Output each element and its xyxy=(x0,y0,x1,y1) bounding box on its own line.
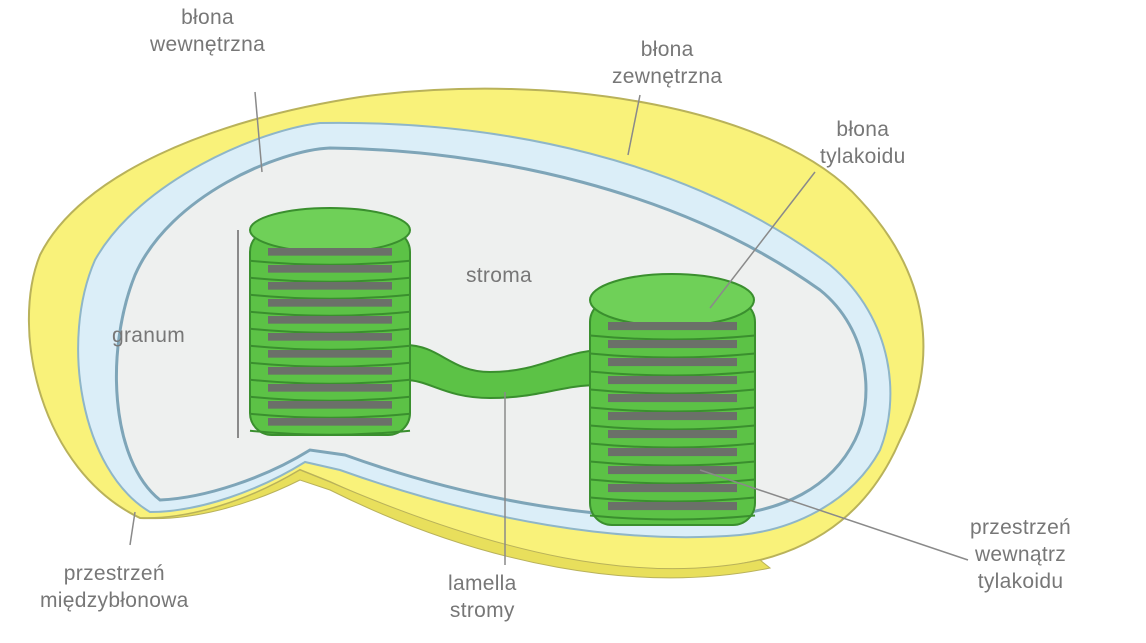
thylakoid-disc xyxy=(608,466,737,474)
thylakoid-disc xyxy=(608,484,737,492)
label-intermembrane-space: przestrzeń międzybłonowa xyxy=(40,560,189,614)
thylakoid-disc xyxy=(268,316,392,324)
thylakoid-disc xyxy=(268,367,392,375)
granum-left xyxy=(250,208,410,435)
label-outer-membrane: błona zewnętrzna xyxy=(612,36,722,90)
thylakoid-disc xyxy=(608,358,737,366)
thylakoid-disc xyxy=(268,282,392,290)
thylakoid-disc xyxy=(268,333,392,341)
thylakoid-disc xyxy=(268,384,392,392)
thylakoid-disc xyxy=(608,412,737,420)
label-granum: granum xyxy=(112,322,185,349)
thylakoid-disc xyxy=(608,394,737,402)
label-thylakoid-space: przestrzeń wewnątrz tylakoidu xyxy=(970,514,1071,595)
thylakoid-disc xyxy=(268,248,392,256)
thylakoid-disc xyxy=(608,322,737,330)
thylakoid-disc xyxy=(608,502,737,510)
leader-intermembrane-space xyxy=(130,512,135,545)
granum-right xyxy=(590,274,755,525)
thylakoid-disc xyxy=(268,418,392,426)
label-thylakoid-membrane: błona tylakoidu xyxy=(820,116,906,170)
thylakoid-disc xyxy=(268,265,392,273)
thylakoid-disc xyxy=(608,430,737,438)
label-stroma-lamella: lamella stromy xyxy=(448,570,517,624)
thylakoid-disc xyxy=(268,299,392,307)
thylakoid-disc xyxy=(268,350,392,358)
thylakoid-disc xyxy=(268,401,392,409)
label-inner-membrane: błona wewnętrzna xyxy=(150,4,265,58)
thylakoid-disc xyxy=(608,340,737,348)
thylakoid-disc xyxy=(608,448,737,456)
label-stroma: stroma xyxy=(466,262,532,289)
thylakoid-disc xyxy=(608,376,737,384)
